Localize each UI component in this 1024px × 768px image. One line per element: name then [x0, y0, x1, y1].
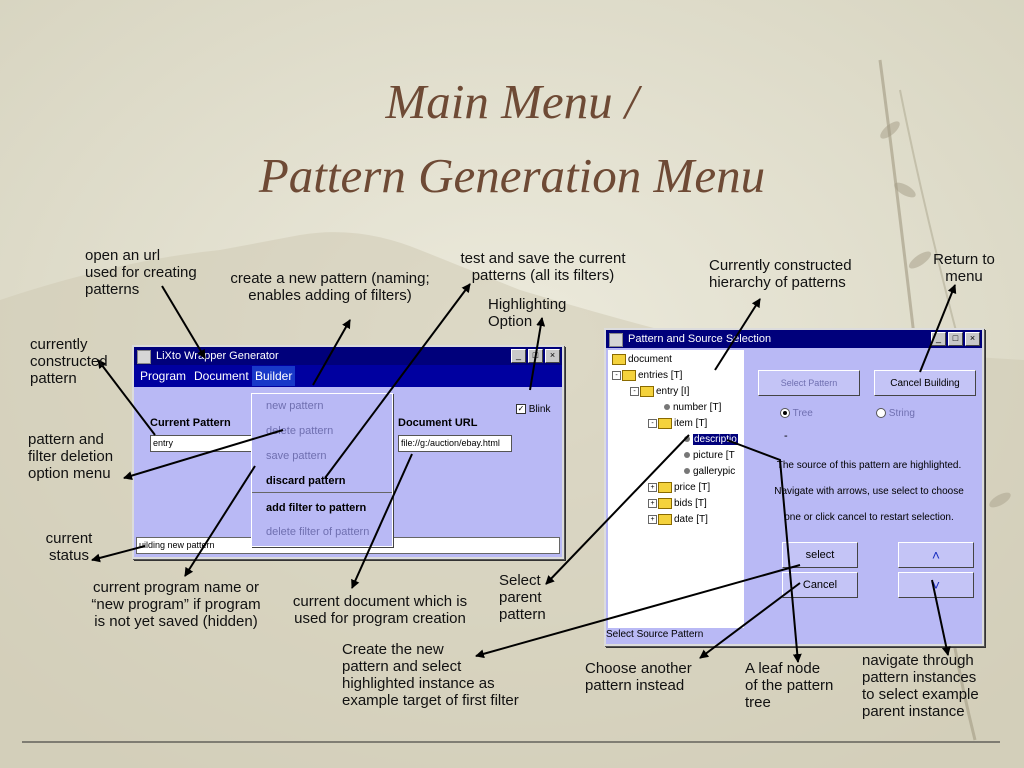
app-icon [609, 333, 623, 347]
close-icon[interactable]: × [965, 332, 980, 346]
folder-icon [658, 418, 672, 429]
menu-item-add-filter[interactable]: add filter to pattern [266, 502, 367, 514]
folder-icon [640, 386, 654, 397]
leaf-icon [684, 436, 690, 443]
folder-icon [658, 514, 672, 525]
tree-node-date[interactable]: +date [T] [648, 514, 708, 525]
tree-node-bids[interactable]: +bids [T] [648, 498, 707, 509]
selection-window: Pattern and Source Selection _ □ × docum… [604, 328, 984, 646]
leaf-icon [684, 468, 690, 475]
selection-status: Select Source Pattern [606, 629, 704, 640]
menu-program[interactable]: Program [140, 369, 187, 383]
menu-item-new-pattern[interactable]: new pattern [266, 400, 324, 412]
collapse-icon[interactable]: - [630, 387, 639, 396]
menu-item-discard-pattern[interactable]: discard pattern [266, 475, 346, 487]
leaf-icon [664, 404, 670, 411]
tree-node-description[interactable]: descriptio [684, 434, 738, 445]
tree-node-entry[interactable]: -entry [I] [630, 386, 689, 397]
tree-node-item[interactable]: -item [T] [648, 418, 707, 429]
menu-builder[interactable]: Builder [252, 366, 296, 386]
pattern-tree: document -entries [T] -entry [I] number … [608, 350, 744, 628]
radio-string[interactable]: String [876, 408, 915, 419]
maximize-icon[interactable]: □ [948, 332, 963, 346]
selection-titlebar: Pattern and Source Selection _ □ × [606, 330, 982, 348]
blink-label: Blink [528, 404, 551, 415]
minimize-icon[interactable]: _ [511, 349, 526, 363]
current-pattern-field[interactable]: entry [150, 435, 254, 452]
tree-node-price[interactable]: +price [T] [648, 482, 710, 493]
collapse-icon[interactable]: - [612, 371, 621, 380]
annotation-create-pattern: create a new pattern (naming;enables add… [230, 270, 430, 304]
navigate-down-button[interactable]: ˅ [898, 572, 974, 598]
title-line-2: Pattern Generation Menu [258, 148, 766, 203]
document-url-label: Document URL [398, 417, 478, 429]
wrapper-titlebar: LiXto Wrapper Generator _ □ × [134, 347, 562, 365]
radio-tree[interactable]: Tree [780, 408, 813, 419]
select-pattern-button[interactable]: Select Pattern [758, 370, 860, 396]
radio-selected-icon [780, 408, 790, 419]
dash-marker: - [784, 430, 788, 442]
expand-icon[interactable]: + [648, 499, 657, 508]
info-line-2: Navigate with arrows, use select to choo… [774, 486, 964, 497]
collapse-icon[interactable]: - [648, 419, 657, 428]
tree-node-entries[interactable]: -entries [T] [612, 370, 682, 381]
wrapper-window-title: LiXto Wrapper Generator [156, 350, 279, 362]
navigate-up-button[interactable]: ˄ [898, 542, 974, 568]
close-icon[interactable]: × [545, 349, 560, 363]
tree-node-picture[interactable]: picture [T [684, 450, 735, 461]
expand-icon[interactable]: + [648, 515, 657, 524]
checkbox-check-icon: ✓ [516, 404, 526, 415]
select-button[interactable]: select [782, 542, 858, 568]
tree-node-document[interactable]: document [612, 354, 672, 365]
radio-unselected-icon [876, 408, 886, 419]
folder-icon [658, 482, 672, 493]
info-line-1: The source of this pattern are highlight… [776, 460, 962, 471]
cancel-building-button[interactable]: Cancel Building [874, 370, 976, 396]
menu-separator [252, 492, 392, 493]
folder-icon [658, 498, 672, 509]
folder-icon [612, 354, 626, 365]
document-url-field[interactable]: file://g:/auction/ebay.html [398, 435, 512, 452]
title-line-1: Main Menu / [385, 74, 639, 129]
menu-document[interactable]: Document [194, 369, 249, 383]
cancel-button[interactable]: Cancel [782, 572, 858, 598]
menu-item-delete-filter[interactable]: delete filter of pattern [266, 526, 370, 538]
menu-item-save-pattern[interactable]: save pattern [266, 450, 327, 462]
menu-item-delete-pattern[interactable]: delete pattern [266, 425, 334, 437]
leaf-icon [684, 452, 690, 459]
app-icon [137, 350, 151, 364]
wrapper-generator-window: LiXto Wrapper Generator _ □ × Program Do… [132, 345, 564, 559]
tree-node-number[interactable]: number [T] [664, 402, 721, 413]
wrapper-menubar: Program Document Builder [134, 365, 562, 387]
tree-node-gallerypic[interactable]: gallerypic [684, 466, 735, 477]
current-pattern-label: Current Pattern [150, 417, 231, 429]
blink-checkbox[interactable]: ✓ Blink [516, 404, 550, 415]
builder-menu-popup: new pattern delete pattern save pattern … [251, 393, 393, 547]
expand-icon[interactable]: + [648, 483, 657, 492]
maximize-icon[interactable]: □ [528, 349, 543, 363]
selection-window-title: Pattern and Source Selection [628, 333, 772, 345]
minimize-icon[interactable]: _ [931, 332, 946, 346]
folder-icon [622, 370, 636, 381]
annotation-program-name: current program name or“new program” if … [91, 579, 261, 630]
info-line-3: one or click cancel to restart selection… [784, 512, 954, 523]
